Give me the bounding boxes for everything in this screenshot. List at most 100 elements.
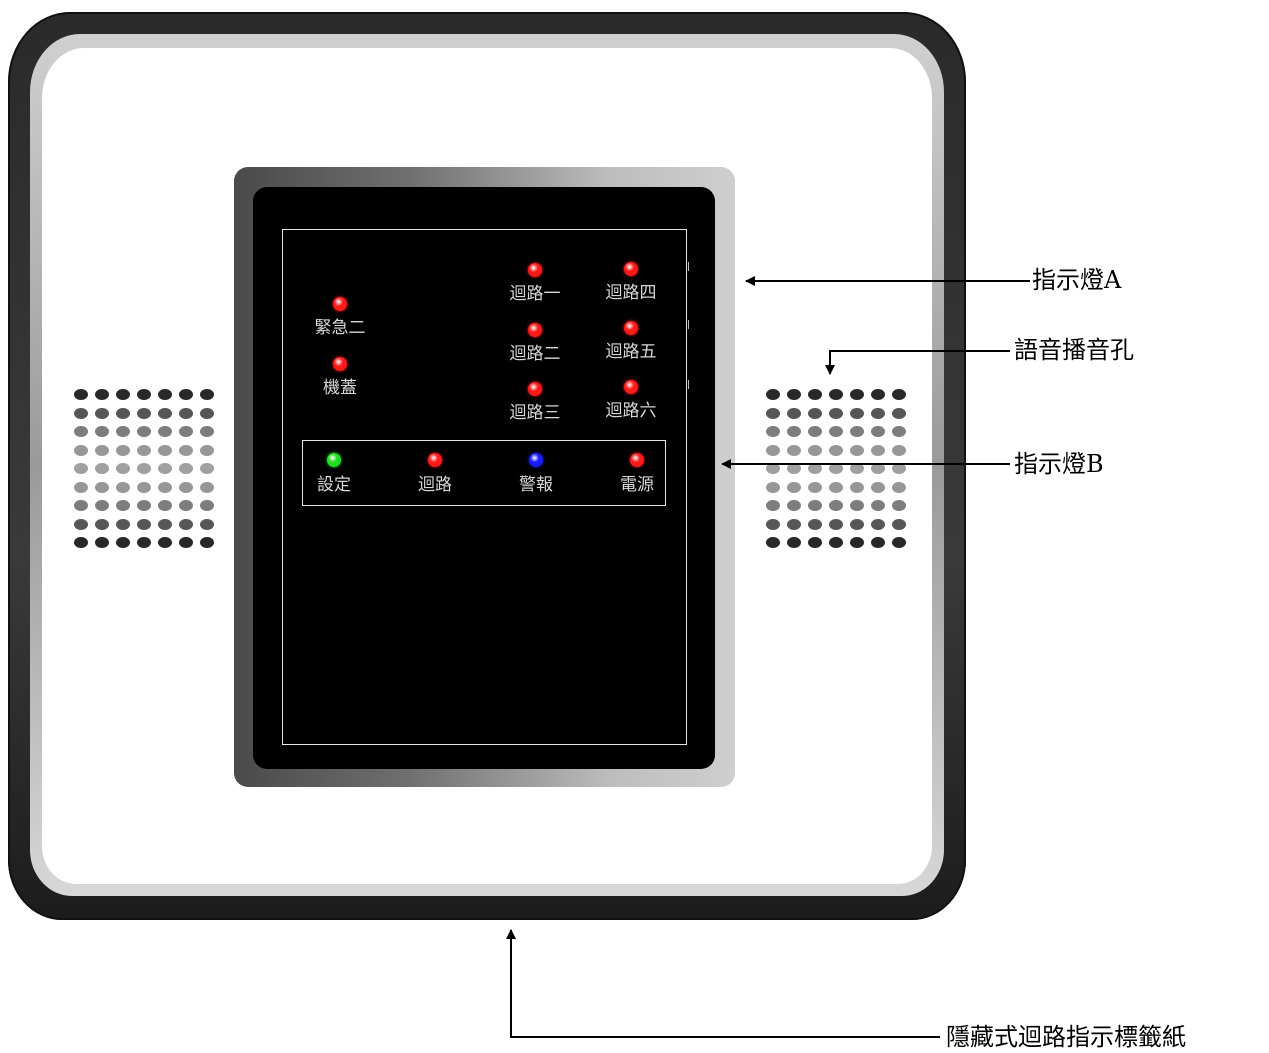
speaker-hole	[871, 426, 885, 437]
speaker-hole	[179, 389, 193, 400]
led-loop-6	[624, 380, 638, 394]
speaker-hole	[787, 389, 801, 400]
speaker-hole	[829, 389, 843, 400]
speaker-hole	[200, 518, 214, 530]
speaker-hole	[766, 500, 780, 511]
speaker-hole	[766, 389, 780, 400]
speaker-hole	[808, 407, 822, 419]
speaker-hole	[829, 463, 843, 474]
speaker-hole	[871, 518, 885, 530]
speaker-hole	[808, 426, 822, 437]
led-loop	[428, 453, 442, 467]
speaker-hole	[871, 407, 885, 419]
speaker-hole	[95, 389, 109, 400]
speaker-hole	[116, 518, 130, 530]
speaker-hole	[829, 407, 843, 419]
callout-label-indicator-b: 指示燈B	[1014, 450, 1104, 478]
speaker-hole	[179, 463, 193, 474]
speaker-hole	[808, 389, 822, 400]
speaker-hole	[95, 500, 109, 511]
led-label-loop-6: 迴路六	[605, 401, 657, 421]
speaker-hole	[871, 444, 885, 456]
speaker-hole	[137, 426, 151, 437]
speaker-hole	[137, 389, 151, 400]
indicator-frame	[282, 229, 687, 745]
speaker-hole	[200, 444, 214, 456]
speaker-hole	[829, 537, 843, 548]
speaker-hole	[158, 481, 172, 493]
speaker-hole	[200, 500, 214, 511]
speaker-hole	[137, 537, 151, 548]
led-loop-4	[624, 262, 638, 276]
speaker-hole	[850, 463, 864, 474]
speaker-hole	[850, 389, 864, 400]
speaker-hole	[892, 537, 906, 548]
speaker-hole	[116, 444, 130, 456]
speaker-hole	[116, 463, 130, 474]
speaker-hole	[787, 537, 801, 548]
speaker-hole	[137, 518, 151, 530]
led-loop-3	[528, 382, 542, 396]
speaker-hole	[892, 389, 906, 400]
speaker-hole	[850, 426, 864, 437]
speaker-hole	[116, 500, 130, 511]
speaker-hole	[74, 389, 88, 400]
speaker-hole	[158, 500, 172, 511]
speaker-hole	[116, 389, 130, 400]
speaker-hole	[200, 426, 214, 437]
speaker-hole	[850, 481, 864, 493]
speaker-hole	[158, 426, 172, 437]
speaker-hole	[808, 518, 822, 530]
speaker-hole	[179, 500, 193, 511]
speaker-hole	[116, 481, 130, 493]
speaker-hole	[137, 481, 151, 493]
led-cover	[333, 357, 347, 371]
speaker-grille-right	[766, 389, 913, 556]
speaker-hole	[137, 500, 151, 511]
speaker-hole	[766, 463, 780, 474]
speaker-hole	[116, 537, 130, 548]
speaker-hole	[808, 500, 822, 511]
speaker-hole	[787, 500, 801, 511]
speaker-hole	[95, 463, 109, 474]
speaker-hole	[158, 444, 172, 456]
speaker-hole	[829, 481, 843, 493]
label-slot-tick	[688, 262, 689, 271]
speaker-hole	[829, 426, 843, 437]
led-label-cover: 機蓋	[323, 378, 357, 398]
speaker-hole	[179, 444, 193, 456]
led-setting	[327, 453, 341, 467]
speaker-hole	[200, 537, 214, 548]
speaker-hole	[766, 426, 780, 437]
led-label-loop-2: 迴路二	[509, 344, 561, 364]
speaker-hole	[95, 518, 109, 530]
speaker-hole	[179, 518, 193, 530]
callout-label-indicator-a: 指示燈A	[1032, 266, 1122, 294]
callout-arrow-hidden-label	[506, 929, 940, 1038]
led-loop-5	[624, 321, 638, 335]
led-label-emergency-2: 緊急二	[314, 318, 366, 338]
speaker-hole	[892, 407, 906, 419]
speaker-hole	[787, 518, 801, 530]
speaker-hole	[200, 389, 214, 400]
speaker-hole	[766, 407, 780, 419]
led-loop-1	[528, 263, 542, 277]
speaker-hole	[808, 463, 822, 474]
speaker-hole	[137, 463, 151, 474]
speaker-hole	[787, 481, 801, 493]
speaker-hole	[137, 444, 151, 456]
speaker-hole	[116, 426, 130, 437]
display-screen	[253, 187, 715, 769]
speaker-hole	[829, 518, 843, 530]
speaker-hole	[892, 426, 906, 437]
speaker-grille-left	[74, 389, 221, 556]
speaker-hole	[766, 481, 780, 493]
speaker-hole	[892, 463, 906, 474]
speaker-hole	[850, 407, 864, 419]
speaker-hole	[808, 481, 822, 493]
speaker-hole	[158, 518, 172, 530]
speaker-hole	[871, 389, 885, 400]
speaker-hole	[179, 481, 193, 493]
led-label-loop-3: 迴路三	[509, 403, 561, 423]
